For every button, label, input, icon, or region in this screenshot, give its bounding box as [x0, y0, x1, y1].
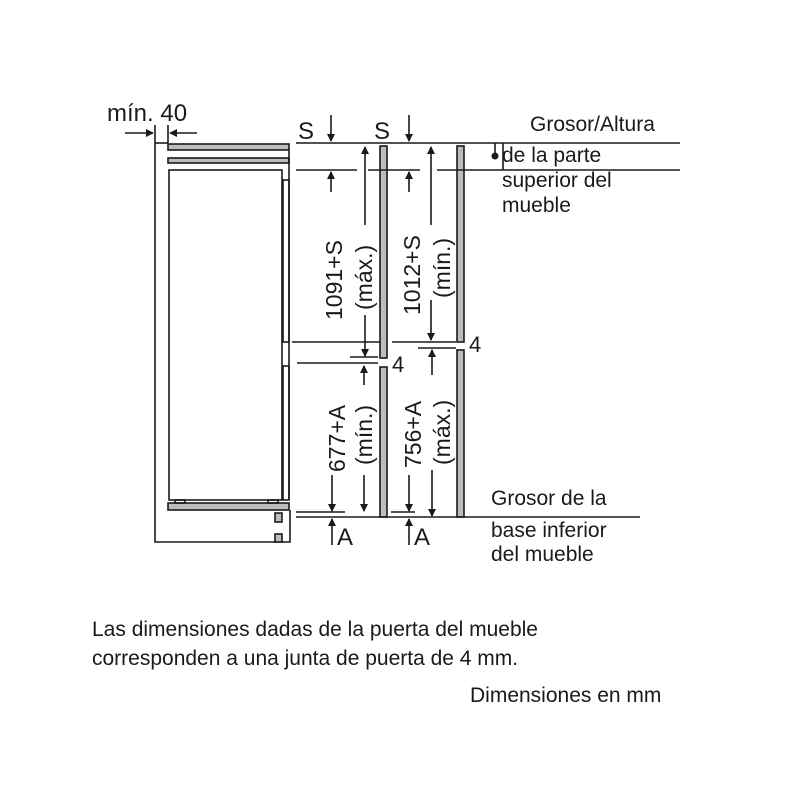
- door-panel-lower-1: [379, 366, 388, 518]
- dim-upper-2: 1012+S: [399, 235, 425, 315]
- dim-upper-2-qualifier: (mín.): [429, 238, 455, 298]
- dim-upper-1: 1091+S: [321, 240, 347, 320]
- appliance-body: [168, 169, 283, 501]
- gap-label-2: 4: [469, 332, 481, 357]
- callout-bottom-line: del mueble: [491, 543, 594, 566]
- foot: [274, 533, 283, 543]
- min-gap-label: mín. 40: [107, 100, 187, 127]
- s-label-2: S: [374, 118, 390, 145]
- callout-top-line: superior del: [502, 169, 612, 192]
- cabinet: [154, 142, 291, 543]
- gap-label-1: 4: [392, 352, 404, 377]
- callout-top-line: de la parte: [502, 144, 601, 167]
- note-line-2: corresponden a una junta de puerta de 4 …: [92, 647, 519, 670]
- dim-upper-1-qualifier: (máx.): [351, 245, 377, 310]
- dim-lower-1: 677+A: [324, 404, 350, 472]
- plinth: [167, 502, 290, 511]
- a-label-2: A: [414, 524, 430, 551]
- door-panel-lower-2: [456, 349, 465, 518]
- door-panel-upper-1: [379, 145, 388, 359]
- door-panel-upper-2: [456, 145, 465, 343]
- callout-bottom-line: base inferior: [491, 519, 607, 542]
- reference-lines: [292, 142, 680, 518]
- dim-lower-2-qualifier: (máx.): [429, 400, 455, 465]
- units-note: Dimensiones en mm: [470, 684, 662, 707]
- s-label-1: S: [298, 118, 314, 145]
- callout-bottom-line: Grosor de la: [491, 487, 607, 510]
- foot: [274, 512, 283, 523]
- dim-lower-1-qualifier: (mín.): [351, 405, 377, 465]
- note-line-1: Las dimensiones dadas de la puerta del m…: [92, 618, 538, 641]
- callout-top-line: mueble: [502, 194, 571, 217]
- appliance-door-upper: [282, 179, 290, 343]
- callout-dot: [491, 152, 499, 160]
- dim-lower-2: 756+A: [400, 400, 426, 468]
- a-label-1: A: [337, 524, 353, 551]
- appliance-door-lower: [282, 365, 290, 501]
- callout-top-line: Grosor/Altura: [530, 113, 655, 136]
